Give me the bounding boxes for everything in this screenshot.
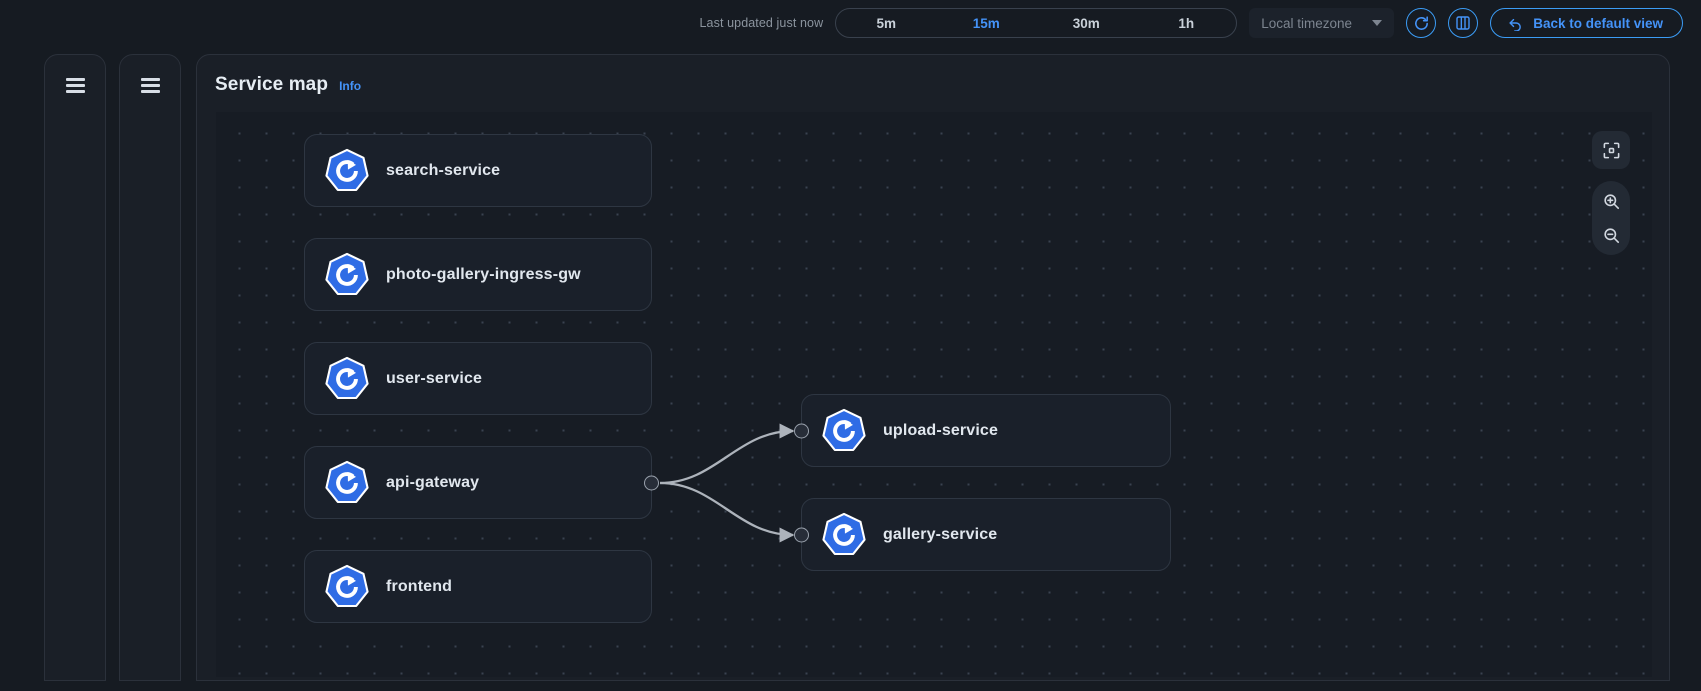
zoom-out-button[interactable] [1594, 220, 1628, 250]
edge-api-gateway-to-gallery-service [659, 481, 795, 543]
service-node-upload-service[interactable]: upload-service [794, 394, 1171, 467]
service-node-label: user-service [386, 369, 483, 387]
zoom-in-button[interactable] [1594, 186, 1628, 216]
kubernetes-service-icon [325, 460, 369, 503]
service-map-canvas[interactable]: search-service photo-gallery-ingress-gw us… [216, 112, 1652, 677]
refresh-button[interactable] [1406, 8, 1437, 38]
fit-view-icon [1603, 142, 1619, 158]
node-target-handle[interactable] [794, 527, 809, 542]
undo-arrow-icon [1509, 18, 1522, 31]
hamburger-icon[interactable] [65, 78, 85, 680]
service-node-api-gateway[interactable]: api-gateway [304, 446, 659, 519]
service-node-label: search-service [386, 161, 501, 179]
node-target-handle[interactable] [794, 423, 809, 438]
time-range-5m[interactable]: 5m [836, 9, 936, 37]
service-node-label: gallery-service [883, 525, 998, 543]
timezone-select[interactable]: Local timezone [1249, 8, 1395, 38]
time-range-15m[interactable]: 15m [936, 9, 1036, 37]
split-panel-button[interactable] [1448, 8, 1479, 38]
refresh-icon [1414, 15, 1428, 30]
service-node-label: frontend [386, 577, 453, 595]
kubernetes-service-icon [325, 148, 369, 191]
back-to-default-view-button[interactable]: Back to default view [1490, 8, 1683, 38]
node-source-handle[interactable] [644, 475, 659, 490]
last-updated-label: Last updated just now [699, 16, 824, 30]
kubernetes-service-icon [325, 356, 369, 399]
info-link[interactable]: Info [339, 79, 362, 93]
zoom-controls [1592, 181, 1630, 255]
service-node-search-service[interactable]: search-service [304, 134, 652, 207]
split-panel-icon [1456, 16, 1470, 30]
time-range-30m[interactable]: 30m [1036, 9, 1136, 37]
hamburger-icon[interactable] [140, 78, 160, 680]
panel-header: Service map Info [197, 55, 1669, 96]
service-map-panel: Service map Info [196, 54, 1670, 681]
service-node-label: api-gateway [386, 473, 480, 491]
kubernetes-service-icon [325, 252, 369, 295]
back-to-default-view-label: Back to default view [1533, 15, 1663, 31]
service-node-frontend[interactable]: frontend [304, 550, 652, 623]
zoom-out-icon [1603, 227, 1619, 243]
kubernetes-service-icon [822, 408, 866, 451]
service-node-gallery-service[interactable]: gallery-service [794, 498, 1171, 571]
left-rail-2[interactable] [119, 54, 181, 681]
edge-api-gateway-to-upload-service [659, 423, 795, 485]
left-rail-1[interactable] [44, 54, 106, 681]
timezone-label: Local timezone [1261, 15, 1353, 31]
kubernetes-service-icon [325, 564, 369, 607]
service-node-label: photo-gallery-ingress-gw [386, 265, 581, 283]
time-range-1h[interactable]: 1h [1136, 9, 1236, 37]
page-title: Service map [215, 74, 329, 95]
kubernetes-service-icon [822, 512, 866, 555]
canvas-controls [1592, 131, 1630, 255]
service-node-photo-gallery-ingress-gw[interactable]: photo-gallery-ingress-gw [304, 238, 652, 311]
zoom-in-icon [1603, 193, 1619, 209]
service-node-label: upload-service [883, 421, 999, 439]
fit-view-button[interactable] [1592, 131, 1630, 169]
service-node-user-service[interactable]: user-service [304, 342, 652, 415]
chevron-down-icon [1372, 20, 1383, 26]
